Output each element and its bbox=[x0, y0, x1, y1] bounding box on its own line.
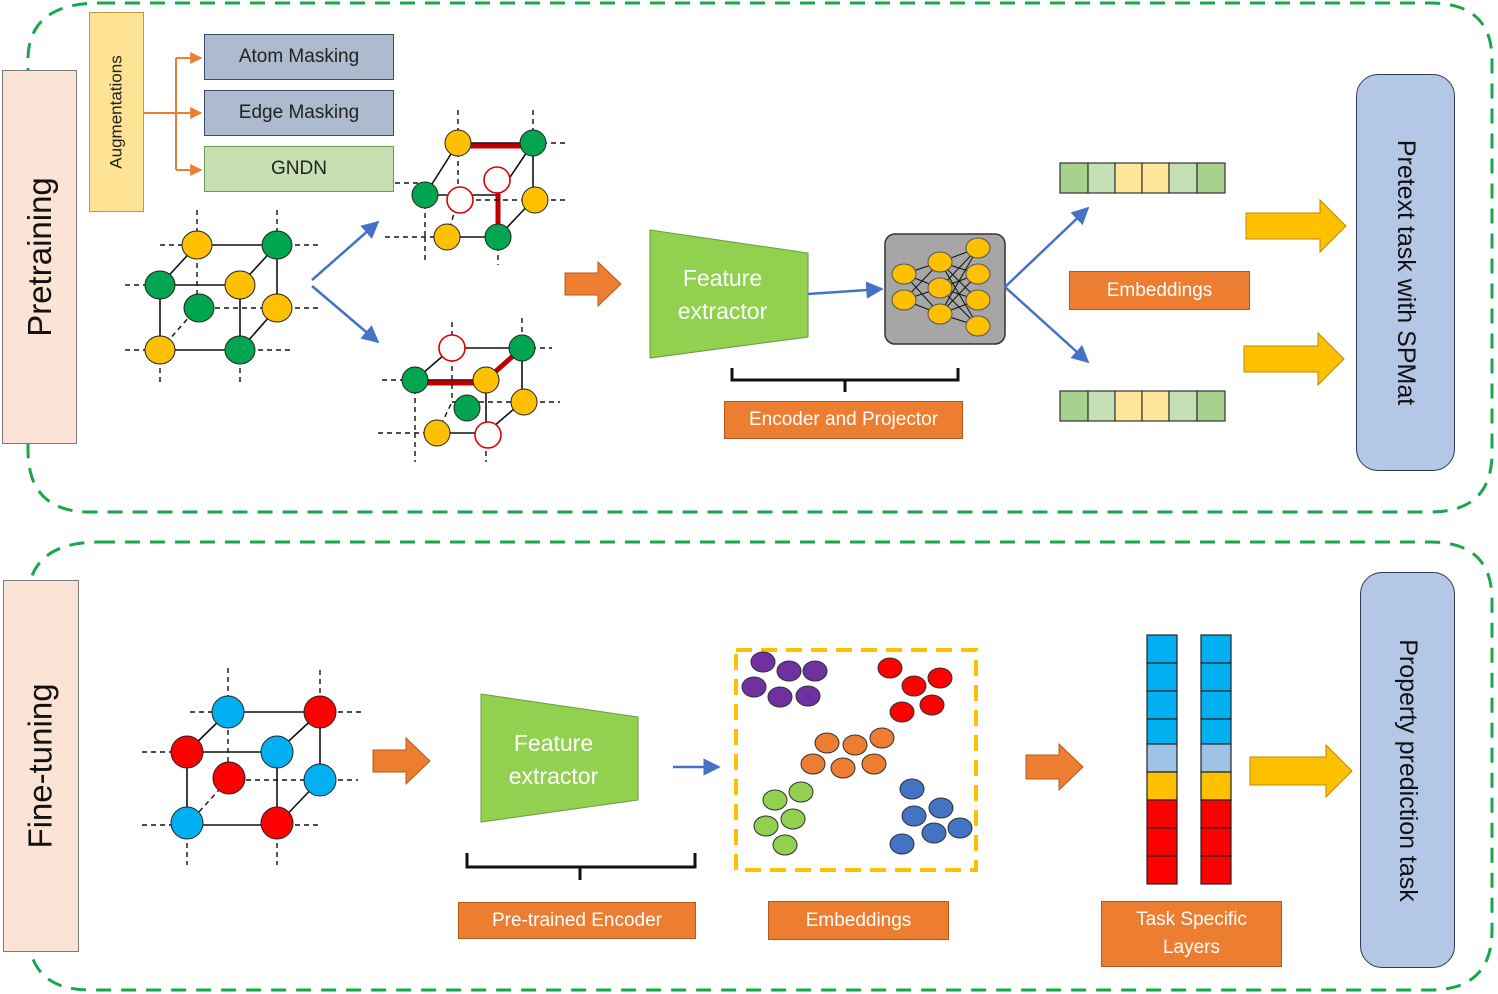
pretraining-section-text: Pretraining bbox=[20, 177, 58, 337]
finetuning-section-label: Fine-tuning bbox=[3, 580, 79, 952]
split-arrow-up bbox=[311, 220, 380, 281]
cluster-red bbox=[877, 657, 953, 723]
cluster-orange bbox=[800, 727, 895, 779]
pretrain-fx-line-1: Feature bbox=[682, 265, 763, 291]
pretrain-input-arrow bbox=[564, 260, 622, 308]
augmentations-tag: Augmentations bbox=[89, 12, 144, 212]
finetune-fx-line-2: extractor bbox=[508, 763, 599, 789]
projector-neural-net-icon bbox=[884, 233, 1006, 345]
task-layers-line-1: Task Specific bbox=[1136, 909, 1247, 930]
pretrain-fx-line-2: extractor bbox=[677, 298, 768, 324]
encoder-projector-label: Encoder and Projector bbox=[724, 401, 963, 439]
pretrain-feature-extractor-label: Feature extractor bbox=[650, 262, 795, 328]
pretrained-encoder-label: Pre-trained Encoder bbox=[458, 902, 696, 939]
projector-arrow-down bbox=[1004, 286, 1090, 364]
embedding-to-layers-arrow bbox=[1025, 742, 1084, 792]
property-prediction-text: Property prediction task bbox=[1394, 638, 1422, 902]
pretext-task-text: Pretext task with SPMat bbox=[1392, 139, 1420, 406]
pretrain-embeddings-label: Embeddings bbox=[1069, 271, 1250, 310]
finetune-feature-extractor-label: Feature extractor bbox=[481, 727, 626, 793]
pretext-arrow-bottom bbox=[1243, 331, 1345, 387]
projector-arrow-up bbox=[1004, 206, 1090, 288]
finetune-fx-line-1: Feature bbox=[513, 730, 594, 756]
cluster-green bbox=[753, 781, 814, 856]
pretrain-feature-extractor-shape bbox=[649, 229, 809, 359]
split-arrow-down bbox=[311, 285, 380, 344]
property-task-arrow bbox=[1249, 743, 1353, 799]
task-layers-line-2: Layers bbox=[1162, 937, 1221, 958]
finetuning-frame bbox=[26, 540, 1494, 992]
cluster-blue bbox=[889, 778, 973, 855]
edge-masking-box: Edge Masking bbox=[204, 90, 394, 136]
extractor-to-projector-arrow bbox=[807, 281, 884, 299]
augmented-crystal-top bbox=[385, 110, 565, 265]
finetune-feature-extractor-shape bbox=[480, 693, 639, 823]
task-layer-column-1 bbox=[1146, 634, 1178, 885]
pretrained-encoder-brace bbox=[465, 853, 697, 880]
finetune-crystal-lattice bbox=[142, 668, 365, 865]
pretrain-crystal-lattice bbox=[125, 210, 318, 385]
finetune-input-arrow bbox=[372, 736, 431, 786]
task-layer-column-2 bbox=[1200, 634, 1232, 885]
cluster-purple bbox=[741, 651, 828, 708]
embedding-vector-top bbox=[1059, 162, 1226, 194]
gndn-box: GNDN bbox=[204, 146, 394, 192]
pretraining-section-label: Pretraining bbox=[2, 70, 77, 444]
embedding-scatter-frame bbox=[734, 648, 978, 872]
property-prediction-box: Property prediction task bbox=[1360, 572, 1455, 968]
augmentations-text: Augmentations bbox=[106, 55, 126, 169]
augmented-crystal-bottom bbox=[378, 318, 560, 462]
task-specific-layers-label: Task Specific Layers bbox=[1101, 901, 1282, 967]
finetune-embeddings-label: Embeddings bbox=[768, 901, 949, 940]
atom-masking-box: Atom Masking bbox=[204, 34, 394, 80]
encoder-projector-brace bbox=[730, 368, 960, 392]
augmentation-connector bbox=[144, 52, 203, 176]
pretext-arrow-top bbox=[1245, 198, 1347, 254]
pretext-task-box: Pretext task with SPMat bbox=[1356, 74, 1455, 471]
finetuning-section-text: Fine-tuning bbox=[22, 683, 60, 849]
embedding-vector-bottom bbox=[1059, 390, 1226, 422]
